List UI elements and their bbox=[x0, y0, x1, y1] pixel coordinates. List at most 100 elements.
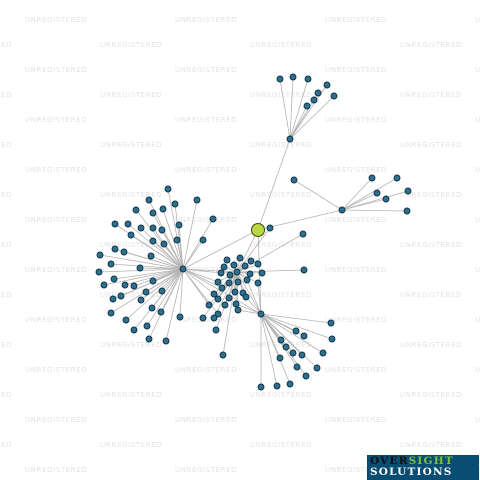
network-node[interactable] bbox=[236, 254, 244, 262]
network-node[interactable] bbox=[225, 294, 233, 302]
network-node[interactable] bbox=[254, 279, 262, 287]
network-node[interactable] bbox=[111, 245, 119, 253]
network-node[interactable] bbox=[210, 290, 218, 298]
network-node[interactable] bbox=[164, 185, 172, 193]
network-node[interactable] bbox=[303, 102, 311, 110]
network-node[interactable] bbox=[145, 196, 153, 204]
network-node[interactable] bbox=[176, 313, 184, 321]
network-node[interactable] bbox=[149, 224, 157, 232]
network-node[interactable] bbox=[121, 281, 129, 289]
network-node[interactable] bbox=[298, 351, 306, 359]
hub-node[interactable] bbox=[233, 268, 241, 276]
network-node[interactable] bbox=[241, 262, 249, 270]
network-node[interactable] bbox=[257, 383, 265, 391]
network-node[interactable] bbox=[225, 279, 233, 287]
network-node[interactable] bbox=[319, 349, 327, 357]
network-node[interactable] bbox=[148, 304, 156, 312]
network-node[interactable] bbox=[221, 301, 229, 309]
network-node[interactable] bbox=[276, 75, 284, 83]
network-node[interactable] bbox=[289, 73, 297, 81]
hub-node[interactable] bbox=[286, 135, 294, 143]
network-node[interactable] bbox=[286, 380, 294, 388]
network-node[interactable] bbox=[328, 335, 336, 343]
network-node[interactable] bbox=[223, 256, 231, 264]
network-node[interactable] bbox=[382, 195, 390, 203]
network-node[interactable] bbox=[368, 174, 376, 182]
network-node[interactable] bbox=[117, 292, 125, 300]
network-node[interactable] bbox=[149, 277, 157, 285]
network-node[interactable] bbox=[277, 336, 285, 344]
network-node[interactable] bbox=[162, 337, 170, 345]
network-node[interactable] bbox=[282, 343, 290, 351]
network-node[interactable] bbox=[173, 236, 181, 244]
network-node[interactable] bbox=[323, 81, 331, 89]
network-node[interactable] bbox=[310, 96, 318, 104]
network-node[interactable] bbox=[120, 248, 128, 256]
network-node[interactable] bbox=[214, 278, 222, 286]
network-node[interactable] bbox=[149, 209, 157, 217]
network-node[interactable] bbox=[205, 301, 213, 309]
network-node[interactable] bbox=[302, 372, 310, 380]
network-node[interactable] bbox=[231, 288, 239, 296]
network-node[interactable] bbox=[109, 295, 117, 303]
network-node[interactable] bbox=[147, 252, 155, 260]
network-node[interactable] bbox=[300, 266, 308, 274]
network-node[interactable] bbox=[212, 326, 220, 334]
network-node[interactable] bbox=[393, 174, 401, 182]
network-node[interactable] bbox=[145, 335, 153, 343]
network-node[interactable] bbox=[95, 268, 103, 276]
network-node[interactable] bbox=[226, 271, 234, 279]
network-node[interactable] bbox=[404, 187, 412, 195]
network-node[interactable] bbox=[299, 230, 307, 238]
network-node[interactable] bbox=[289, 349, 297, 357]
network-node[interactable] bbox=[214, 310, 222, 318]
network-node[interactable] bbox=[293, 363, 301, 371]
network-node[interactable] bbox=[100, 281, 108, 289]
hub-node[interactable] bbox=[179, 265, 187, 273]
network-node[interactable] bbox=[137, 296, 145, 304]
network-node[interactable] bbox=[107, 309, 115, 317]
network-node[interactable] bbox=[171, 200, 179, 208]
network-node[interactable] bbox=[327, 319, 335, 327]
network-node[interactable] bbox=[247, 257, 255, 265]
network-node[interactable] bbox=[142, 288, 150, 296]
network-node[interactable] bbox=[403, 207, 411, 215]
network-node[interactable] bbox=[124, 220, 132, 228]
network-node[interactable] bbox=[199, 314, 207, 322]
network-node[interactable] bbox=[330, 92, 338, 100]
network-node[interactable] bbox=[136, 264, 144, 272]
network-node[interactable] bbox=[111, 220, 119, 228]
network-node[interactable] bbox=[254, 260, 262, 268]
network-node[interactable] bbox=[159, 205, 167, 213]
focus-node[interactable] bbox=[251, 223, 265, 237]
network-node[interactable] bbox=[214, 295, 222, 303]
network-node[interactable] bbox=[199, 236, 207, 244]
hub-node[interactable] bbox=[257, 310, 265, 318]
network-node[interactable] bbox=[373, 189, 381, 197]
network-node[interactable] bbox=[290, 176, 298, 184]
network-node[interactable] bbox=[304, 75, 312, 83]
network-node[interactable] bbox=[243, 276, 251, 284]
network-node[interactable] bbox=[273, 382, 281, 390]
network-node[interactable] bbox=[130, 326, 138, 334]
network-node[interactable] bbox=[246, 270, 254, 278]
network-node[interactable] bbox=[130, 282, 138, 290]
network-node[interactable] bbox=[230, 261, 238, 269]
network-node[interactable] bbox=[107, 260, 115, 268]
network-node[interactable] bbox=[292, 327, 300, 335]
network-node[interactable] bbox=[218, 284, 226, 292]
network-node[interactable] bbox=[158, 287, 166, 295]
network-node[interactable] bbox=[219, 351, 227, 359]
network-node[interactable] bbox=[132, 206, 140, 214]
network-node[interactable] bbox=[110, 275, 118, 283]
network-node[interactable] bbox=[96, 251, 104, 259]
network-node[interactable] bbox=[220, 263, 228, 271]
network-node[interactable] bbox=[193, 196, 201, 204]
network-node[interactable] bbox=[210, 314, 218, 322]
network-node[interactable] bbox=[234, 278, 242, 286]
network-node[interactable] bbox=[258, 269, 266, 277]
network-node[interactable] bbox=[209, 215, 217, 223]
network-node[interactable] bbox=[300, 332, 308, 340]
network-node[interactable] bbox=[232, 300, 240, 308]
network-node[interactable] bbox=[313, 364, 321, 372]
